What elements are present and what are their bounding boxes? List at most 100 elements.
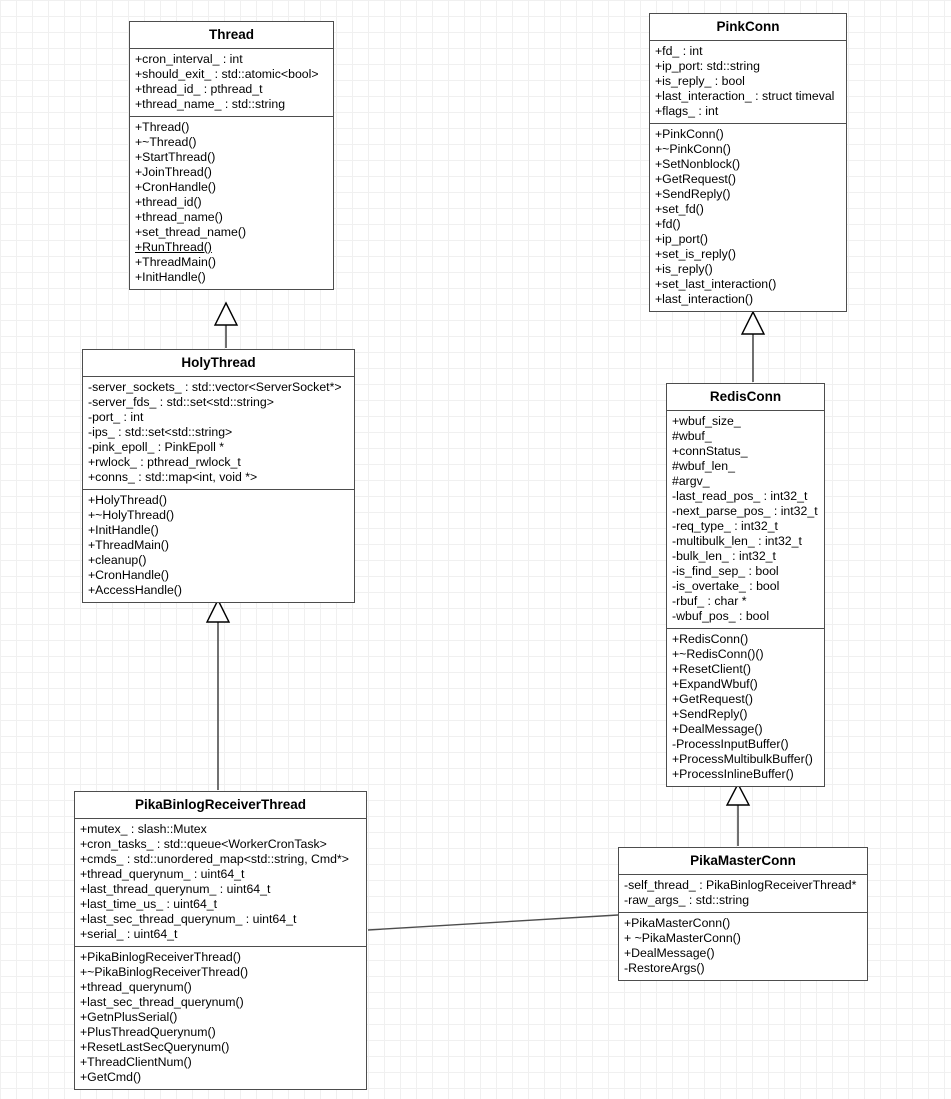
class-member-row: +GetCmd() (80, 1070, 142, 1084)
class-member-row: -ProcessInputBuffer() (672, 737, 789, 751)
class-name-thread: Thread (130, 22, 333, 49)
class-member-row: +ResetLastSecQuerynum() (80, 1040, 230, 1054)
class-member-row: +last_interaction() (655, 292, 754, 306)
class-attributes-thread: +cron_interval_ : int+should_exit_ : std… (130, 49, 333, 116)
class-member-row: +flags_ : int (655, 104, 719, 118)
class-member-row: +is_reply() (655, 262, 713, 276)
class-member-row: +cmds_ : std::unordered_map<std::string,… (80, 852, 349, 866)
class-member-row: +AccessHandle() (88, 583, 182, 597)
class-member-row: +GetRequest() (672, 692, 753, 706)
class-member-row: -port_ : int (88, 410, 144, 424)
class-member-row: +DealMessage() (672, 722, 763, 736)
class-member-row: +~RedisConn()() (672, 647, 764, 661)
generalization-holythread-to-thread (213, 301, 239, 348)
class-member-row: -server_fds_ : std::set<std::string> (88, 395, 274, 409)
class-member-row: +thread_name_ : std::string (135, 97, 286, 111)
class-box-pikamasterconn[interactable]: PikaMasterConn -self_thread_ : PikaBinlo… (618, 847, 868, 981)
class-box-redisconn[interactable]: RedisConn +wbuf_size_#wbuf_+connStatus_#… (666, 383, 825, 787)
class-member-row: +PinkConn() (655, 127, 724, 141)
class-box-pinkconn[interactable]: PinkConn +fd_ : int+ip_port: std::string… (649, 13, 847, 312)
class-member-row: +fd() (655, 217, 681, 231)
class-name-pikabinlogreceiverthread: PikaBinlogReceiverThread (75, 792, 366, 819)
class-member-row: +last_sec_thread_querynum_ : uint64_t (80, 912, 297, 926)
class-member-row: +is_reply_ : bool (655, 74, 745, 88)
class-member-row: +RedisConn() (672, 632, 749, 646)
class-attributes-pinkconn: +fd_ : int+ip_port: std::string+is_reply… (650, 41, 846, 123)
class-member-row: +ResetClient() (672, 662, 751, 676)
class-member-row: +JoinThread() (135, 165, 212, 179)
class-member-row: #wbuf_len_ (672, 459, 735, 473)
class-member-row: +PikaMasterConn() (624, 916, 731, 930)
class-member-row: +ThreadMain() (135, 255, 216, 269)
class-member-row: +thread_querynum_ : uint64_t (80, 867, 245, 881)
class-member-row: +PikaBinlogReceiverThread() (80, 950, 241, 964)
class-member-row: +GetRequest() (655, 172, 736, 186)
class-member-row: -req_type_ : int32_t (672, 519, 778, 533)
class-member-row: +thread_name() (135, 210, 223, 224)
class-member-row: -bulk_len_ : int32_t (672, 549, 776, 563)
class-member-row: +mutex_ : slash::Mutex (80, 822, 207, 836)
class-member-row: +last_time_us_ : uint64_t (80, 897, 218, 911)
class-member-row: #argv_ (672, 474, 710, 488)
class-member-row: +thread_querynum() (80, 980, 192, 994)
generalization-redisconn-to-pinkconn (740, 310, 766, 382)
class-attributes-holythread: -server_sockets_ : std::vector<ServerSoc… (83, 377, 354, 489)
class-member-row: +ThreadClientNum() (80, 1055, 192, 1069)
class-member-row: -ips_ : std::set<std::string> (88, 425, 233, 439)
class-member-row: -next_parse_pos_ : int32_t (672, 504, 818, 518)
class-member-row: +cron_interval_ : int (135, 52, 243, 66)
class-member-row: +SendReply() (655, 187, 731, 201)
class-member-row: +DealMessage() (624, 946, 715, 960)
class-member-row: +ProcessInlineBuffer() (672, 767, 794, 781)
class-member-row: +fd_ : int (655, 44, 703, 58)
class-member-row: +~HolyThread() (88, 508, 175, 522)
class-member-row: +set_last_interaction() (655, 277, 777, 291)
class-member-row: +wbuf_size_ (672, 414, 741, 428)
class-methods-pikabinlogreceiverthread: +PikaBinlogReceiverThread()+~PikaBinlogR… (75, 946, 366, 1089)
class-member-row: +HolyThread() (88, 493, 167, 507)
generalization-pikabinlogreceiverthread-to-holythread (205, 598, 231, 790)
class-member-row: +should_exit_ : std::atomic<bool> (135, 67, 319, 81)
class-member-row: +connStatus_ (672, 444, 748, 458)
class-member-row: #wbuf_ (672, 429, 712, 443)
class-member-row: +CronHandle() (135, 180, 216, 194)
class-member-row: +ExpandWbuf() (672, 677, 758, 691)
class-attributes-pikabinlogreceiverthread: +mutex_ : slash::Mutex+cron_tasks_ : std… (75, 819, 366, 946)
class-member-row: -RestoreArgs() (624, 961, 705, 975)
class-methods-pinkconn: +PinkConn()+~PinkConn()+SetNonblock()+Ge… (650, 123, 846, 311)
class-member-row: -pink_epoll_ : PinkEpoll * (88, 440, 225, 454)
class-member-row: +Thread() (135, 120, 190, 134)
class-member-row: +StartThread() (135, 150, 216, 164)
class-member-row: +ip_port: std::string (655, 59, 760, 73)
class-member-row: +SendReply() (672, 707, 748, 721)
class-member-row: +set_fd() (655, 202, 704, 216)
class-member-row: +ThreadMain() (88, 538, 169, 552)
class-member-row: -multibulk_len_ : int32_t (672, 534, 802, 548)
class-member-row: +set_thread_name() (135, 225, 247, 239)
class-name-holythread: HolyThread (83, 350, 354, 377)
class-box-pikabinlogreceiverthread[interactable]: PikaBinlogReceiverThread +mutex_ : slash… (74, 791, 367, 1090)
class-member-row: -self_thread_ : PikaBinlogReceiverThread… (624, 878, 857, 892)
class-member-row: +CronHandle() (88, 568, 169, 582)
class-box-holythread[interactable]: HolyThread -server_sockets_ : std::vecto… (82, 349, 355, 603)
class-member-row: +~PikaBinlogReceiverThread() (80, 965, 249, 979)
class-member-row: +ProcessMultibulkBuffer() (672, 752, 813, 766)
class-member-row: +cron_tasks_ : std::queue<WorkerCronTask… (80, 837, 327, 851)
class-methods-redisconn: +RedisConn()+~RedisConn()()+ResetClient(… (667, 628, 824, 786)
class-member-row: + ~PikaMasterConn() (624, 931, 741, 945)
class-member-row: +thread_id_ : pthread_t (135, 82, 263, 96)
generalization-pikamasterconn-to-redisconn (725, 782, 751, 846)
class-box-thread[interactable]: Thread +cron_interval_ : int+should_exit… (129, 21, 334, 290)
class-member-row: +set_is_reply() (655, 247, 736, 261)
class-name-redisconn: RedisConn (667, 384, 824, 411)
class-member-row: +~PinkConn() (655, 142, 731, 156)
class-member-row: +serial_ : uint64_t (80, 927, 178, 941)
class-member-row: -is_find_sep_ : bool (672, 564, 779, 578)
class-member-row: +conns_ : std::map<int, void *> (88, 470, 258, 484)
association-pikabinlogreceiverthread-to-pikamasterconn (367, 914, 619, 931)
class-member-row: -raw_args_ : std::string (624, 893, 750, 907)
class-member-row: +RunThread() (135, 240, 212, 254)
class-name-pinkconn: PinkConn (650, 14, 846, 41)
class-member-row: +SetNonblock() (655, 157, 741, 171)
class-member-row: +cleanup() (88, 553, 147, 567)
